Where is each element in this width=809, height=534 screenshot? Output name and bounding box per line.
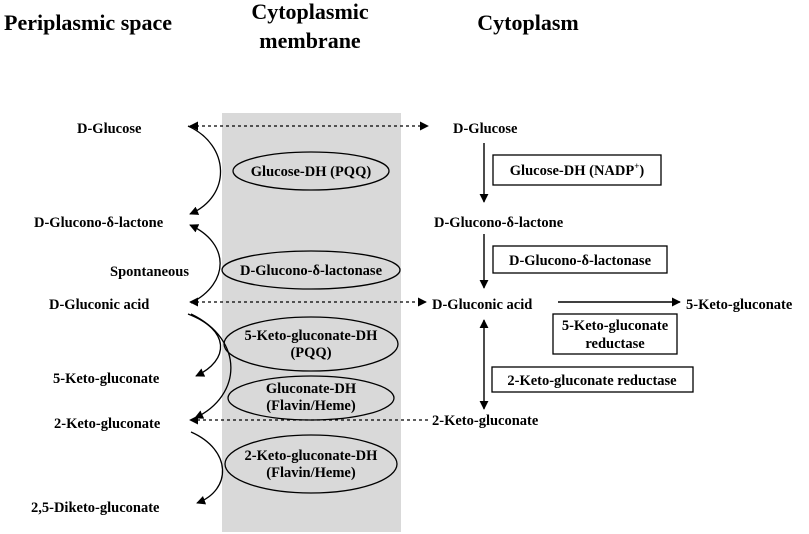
- cytoplasm-5-keto-gluconate: 5-Keto-gluconate: [686, 297, 793, 313]
- cytoplasm-2-keto-gluconate: 2-Keto-gluconate: [432, 413, 539, 429]
- membrane-header-line2: membrane: [259, 28, 361, 53]
- enzyme-gluconate-dh-line1: Gluconate-DH: [266, 381, 357, 397]
- periplasm-5-keto-gluconate: 5-Keto-gluconate: [53, 371, 160, 387]
- cytoplasm-header: Cytoplasm: [477, 10, 578, 35]
- periplasm-arrow-gluconic-to-5keto: [187, 313, 222, 377]
- enzyme-glucose-dh-nadp-box: [492, 154, 662, 186]
- enzyme-5-keto-gluconate-reductase-line2: reductase: [585, 336, 645, 352]
- cytoplasm-d-glucose: D-Glucose: [453, 121, 518, 137]
- periplasm-header: Periplasmic space: [4, 10, 172, 35]
- periplasm-d-glucono-lactone: D-Glucono-δ-lactone: [34, 215, 164, 231]
- periplasm-2-keto-gluconate: 2-Keto-gluconate: [54, 416, 161, 432]
- enzyme-5-keto-gluconate-dh-line1: 5-Keto-gluconate-DH: [245, 328, 379, 344]
- periplasm-arrow-glucose-to-lactone: [187, 125, 222, 215]
- enzyme-gluconate-dh-line2: (Flavin/Heme): [266, 398, 356, 414]
- enzyme-glucose-dh-pqq-label: Glucose-DH (PQQ): [251, 164, 372, 180]
- enzyme-2-keto-gluconate-reductase-box: [491, 366, 694, 393]
- enzyme-2-keto-gluconate-reductase-label: 2-Keto-gluconate reductase: [507, 373, 677, 389]
- enzyme-d-glucono-lactonase-membrane: [221, 250, 401, 290]
- enzyme-5-keto-gluconate-dh: [223, 316, 399, 372]
- enzyme-2-keto-gluconate-dh: [224, 434, 398, 494]
- enzyme-glucose-dh-pqq: [232, 151, 390, 191]
- cytoplasm-d-glucono-lactone: D-Glucono-δ-lactone: [434, 215, 564, 231]
- enzyme-d-glucono-lactonase-membrane-label: D-Glucono-δ-lactonase: [240, 263, 383, 279]
- enzyme-d-glucono-lactonase-cytoplasm-label: D-Glucono-δ-lactonase: [509, 253, 652, 269]
- membrane-header-line1: Cytoplasmic: [251, 0, 369, 24]
- enzyme-2-keto-gluconate-dh-line1: 2-Keto-gluconate-DH: [245, 448, 379, 464]
- enzyme-2-keto-gluconate-dh-line2: (Flavin/Heme): [266, 465, 356, 481]
- enzyme-glucose-dh-nadp-label: Glucose-DH (NADP+): [510, 161, 645, 179]
- periplasm-d-gluconic-acid: D-Gluconic acid: [49, 297, 149, 313]
- enzyme-d-glucono-lactonase-box: [492, 245, 668, 274]
- enzyme-5-keto-gluconate-reductase-box: [552, 313, 678, 355]
- periplasm-arrow-gluconic-to-2keto: [190, 313, 232, 419]
- periplasm-2-5-diketo-gluconate: 2,5-Diketo-gluconate: [31, 500, 160, 516]
- spontaneous-label: Spontaneous: [110, 264, 189, 280]
- enzyme-5-keto-gluconate-reductase-line1: 5-Keto-gluconate: [562, 318, 669, 334]
- periplasm-arrow-2keto-to-diketo: [190, 431, 224, 505]
- periplasm-d-glucose: D-Glucose: [77, 121, 142, 137]
- enzyme-5-keto-gluconate-dh-line2: (PQQ): [290, 345, 331, 361]
- periplasm-arrow-spontaneous: [189, 224, 221, 304]
- cytoplasm-d-gluconic-acid: D-Gluconic acid: [432, 297, 532, 313]
